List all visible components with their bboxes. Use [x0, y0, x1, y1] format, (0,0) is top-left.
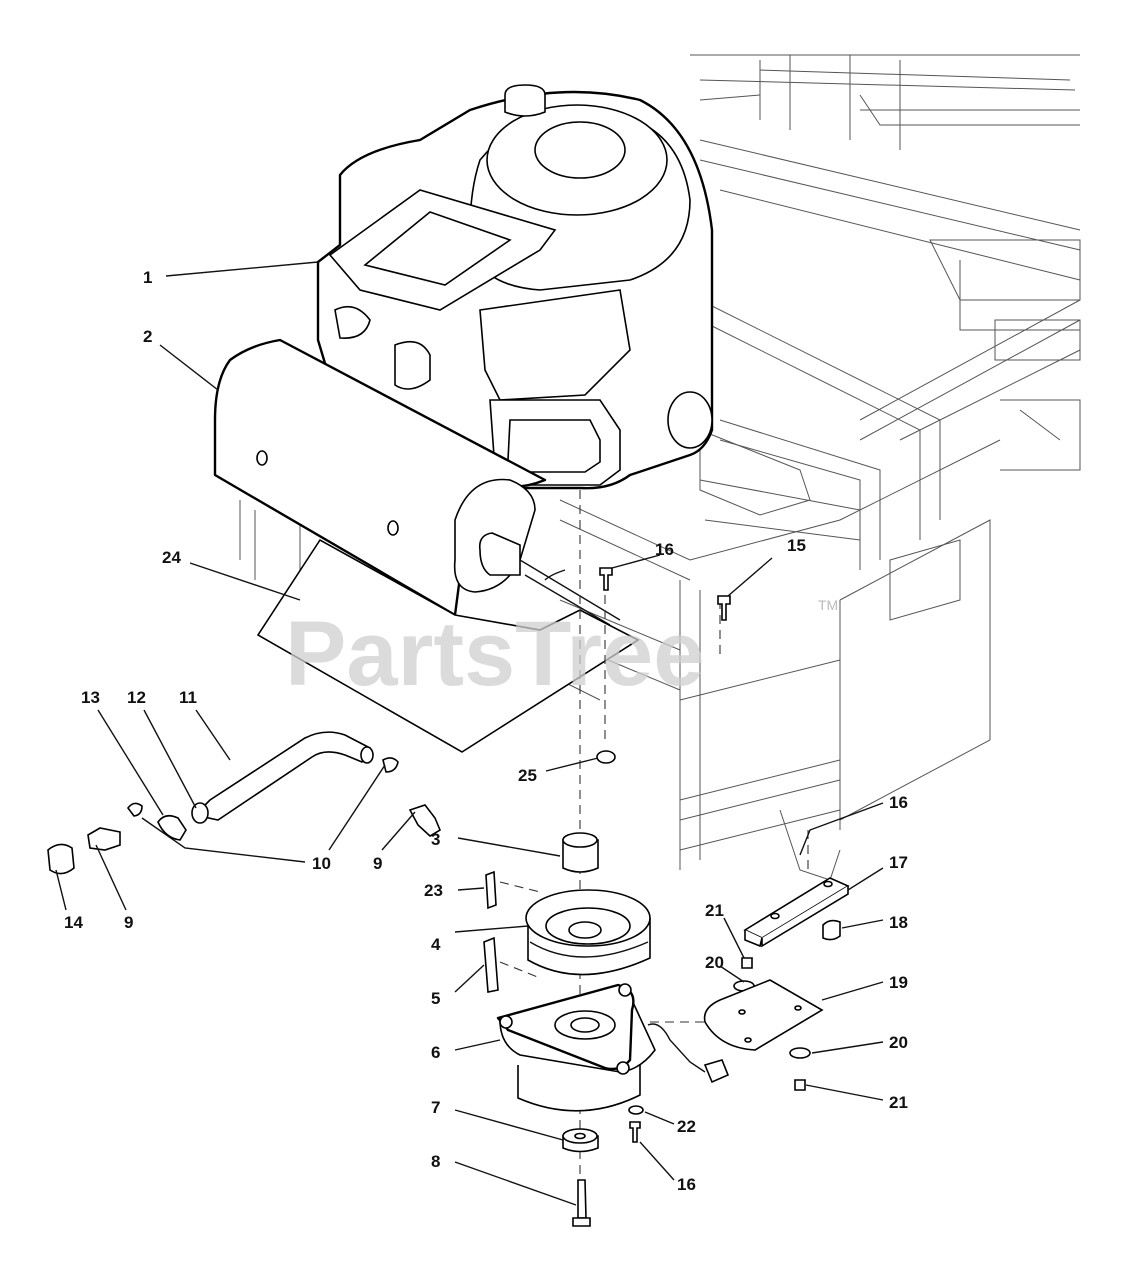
fuel-line	[126, 731, 399, 841]
washer	[562, 1128, 599, 1153]
callout-16b: 16	[889, 793, 908, 812]
callout-8: 8	[431, 1152, 440, 1171]
spacer	[562, 832, 599, 873]
shield-plate	[256, 538, 640, 753]
callout-23: 23	[424, 881, 443, 900]
callout-21a: 21	[705, 901, 724, 920]
callout-3: 3	[431, 830, 440, 849]
watermark: PartsTree TM	[285, 597, 838, 705]
watermark-text: PartsTree	[285, 603, 704, 705]
bolts-upper	[596, 567, 731, 764]
callout-21b: 21	[889, 1093, 908, 1112]
callout-9a: 9	[373, 854, 382, 873]
nut-18	[822, 919, 841, 941]
callout-17: 17	[889, 853, 908, 872]
callout-20a: 20	[705, 953, 724, 972]
callout-12: 12	[127, 688, 146, 707]
callout-5: 5	[431, 989, 440, 1008]
pulley	[525, 889, 651, 976]
callout-1: 1	[143, 268, 152, 287]
heat-shield	[213, 338, 621, 626]
callout-6: 6	[431, 1043, 440, 1062]
callout-18: 18	[889, 913, 908, 932]
callout-10a: 10	[312, 854, 331, 873]
callout-25: 25	[518, 766, 537, 785]
bracket	[743, 877, 850, 948]
fittings	[47, 804, 442, 875]
callout-9b: 9	[124, 913, 133, 932]
callout-7: 7	[431, 1098, 440, 1117]
callout-15: 15	[787, 536, 806, 555]
callout-20b: 20	[889, 1033, 908, 1052]
engine	[316, 84, 714, 490]
bolt-lower	[572, 1179, 591, 1227]
callout-22: 22	[677, 1117, 696, 1136]
callout-16a: 16	[655, 540, 674, 559]
callout-labels: 1 2 24 16 15 13 12 11 25 10 9 14 9 3 23 …	[64, 268, 908, 1194]
callout-11: 11	[179, 688, 197, 707]
callout-24: 24	[162, 548, 181, 567]
callout-14: 14	[64, 913, 83, 932]
leader-lines	[55, 261, 884, 1206]
watermark-trademark: TM	[818, 597, 838, 613]
bolts-lower-right	[628, 1105, 644, 1143]
plate	[703, 979, 824, 1051]
callout-2: 2	[143, 327, 152, 346]
callout-19: 19	[889, 973, 908, 992]
callout-16c: 16	[677, 1175, 696, 1194]
clutch	[496, 983, 730, 1112]
callout-4: 4	[431, 935, 441, 954]
callout-13: 13	[81, 688, 100, 707]
keys	[483, 870, 499, 993]
chassis-frame	[239, 54, 1081, 881]
